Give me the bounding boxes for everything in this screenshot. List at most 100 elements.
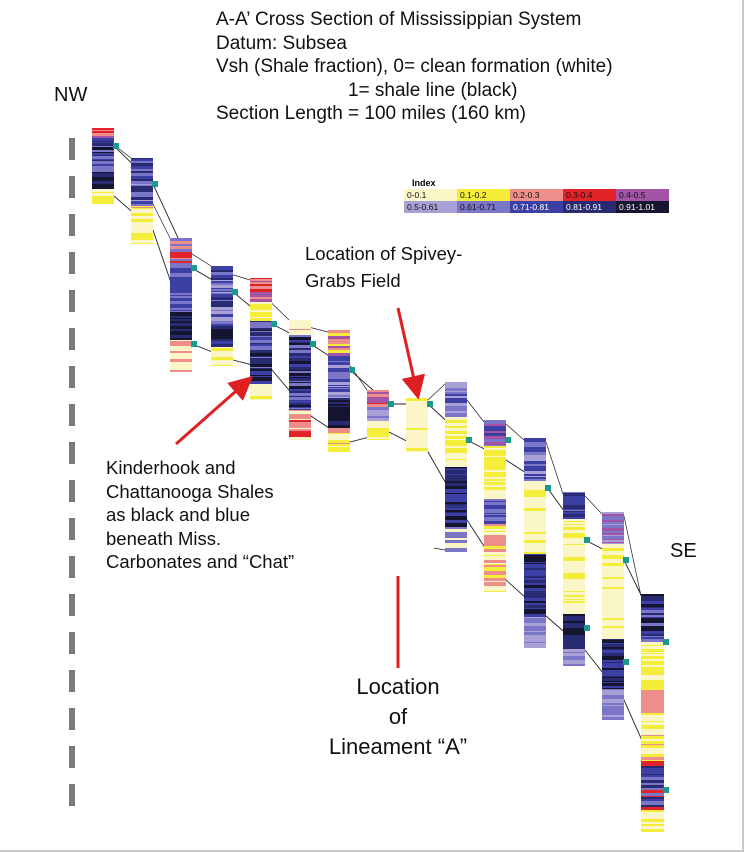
log-band: [641, 703, 664, 705]
log-band: [641, 671, 664, 673]
log-band: [328, 363, 350, 365]
log-band: [170, 359, 192, 362]
log-band: [563, 500, 585, 502]
well-log: [445, 382, 467, 552]
log-band: [250, 296, 272, 297]
log-band: [328, 356, 350, 357]
log-band: [445, 467, 467, 468]
log-band: [250, 279, 272, 281]
log-band: [328, 446, 350, 447]
log-band: [92, 177, 114, 178]
log-band: [602, 584, 624, 587]
log-band: [445, 520, 467, 523]
well-log: [250, 278, 272, 400]
formation-top-marker: [505, 437, 511, 443]
log-band: [406, 417, 428, 418]
log-band: [131, 233, 153, 235]
log-band: [92, 133, 114, 136]
log-band: [524, 555, 546, 558]
log-band: [250, 344, 272, 346]
log-band: [211, 293, 233, 294]
log-band: [641, 780, 664, 783]
log-band: [602, 524, 624, 525]
log-band: [641, 681, 664, 684]
log-band: [445, 460, 467, 461]
log-band: [170, 301, 192, 302]
log-band: [563, 588, 585, 590]
log-band: [602, 566, 624, 569]
log-band: [641, 748, 664, 749]
log-band: [563, 664, 585, 665]
log-band: [563, 628, 585, 631]
log-band: [406, 422, 428, 425]
log-band: [524, 504, 546, 505]
log-band: [602, 689, 624, 690]
log-band: [602, 517, 624, 520]
log-band: [602, 647, 624, 649]
log-band: [445, 468, 467, 469]
log-band: [602, 636, 624, 639]
log-band: [563, 492, 585, 493]
log-band: [289, 376, 311, 377]
log-band: [602, 711, 624, 713]
log-band: [328, 434, 350, 437]
formation-top-marker: [191, 265, 197, 271]
log-band: [445, 428, 467, 431]
log-band: [131, 186, 153, 189]
log-band: [445, 506, 467, 507]
log-band: [131, 229, 153, 230]
formation-top-marker: [271, 321, 277, 327]
log-band: [406, 428, 428, 430]
log-band: [289, 382, 311, 383]
log-band: [289, 416, 311, 419]
log-band: [641, 771, 664, 774]
log-band: [445, 486, 467, 489]
log-band: [328, 330, 350, 333]
log-band: [367, 414, 389, 416]
log-band: [289, 333, 311, 335]
log-band: [92, 161, 114, 164]
log-band: [289, 329, 311, 330]
log-band: [445, 532, 467, 533]
log-band: [445, 398, 467, 399]
log-band: [484, 424, 506, 426]
log-band: [641, 662, 664, 665]
log-band: [250, 369, 272, 371]
log-band: [328, 444, 350, 446]
axis-dash: [69, 138, 75, 160]
log-band: [641, 713, 664, 715]
log-band: [602, 656, 624, 657]
log-band: [524, 631, 546, 632]
log-band: [602, 661, 624, 662]
log-band: [367, 437, 389, 439]
log-band: [524, 543, 546, 544]
log-band: [445, 458, 467, 459]
log-band: [250, 330, 272, 331]
log-band: [484, 509, 506, 512]
log-band: [445, 392, 467, 394]
log-band: [641, 727, 664, 729]
log-band: [563, 557, 585, 560]
log-band: [524, 643, 546, 646]
log-band: [211, 266, 233, 269]
log-band: [92, 136, 114, 138]
log-band: [328, 368, 350, 370]
log-band: [367, 425, 389, 428]
log-band: [211, 292, 233, 293]
log-band: [563, 521, 585, 522]
log-band: [328, 376, 350, 379]
log-band: [641, 793, 664, 796]
log-band: [328, 372, 350, 373]
log-band: [170, 340, 192, 341]
log-band: [641, 678, 664, 680]
log-band: [250, 388, 272, 391]
log-band: [641, 594, 664, 596]
log-band: [563, 493, 585, 495]
log-band: [445, 478, 467, 481]
log-band: [289, 434, 311, 437]
legend-swatch: 0.81-0.91: [563, 201, 616, 213]
log-band: [563, 590, 585, 591]
log-band: [92, 143, 114, 144]
log-band: [250, 364, 272, 367]
log-band: [641, 819, 664, 822]
